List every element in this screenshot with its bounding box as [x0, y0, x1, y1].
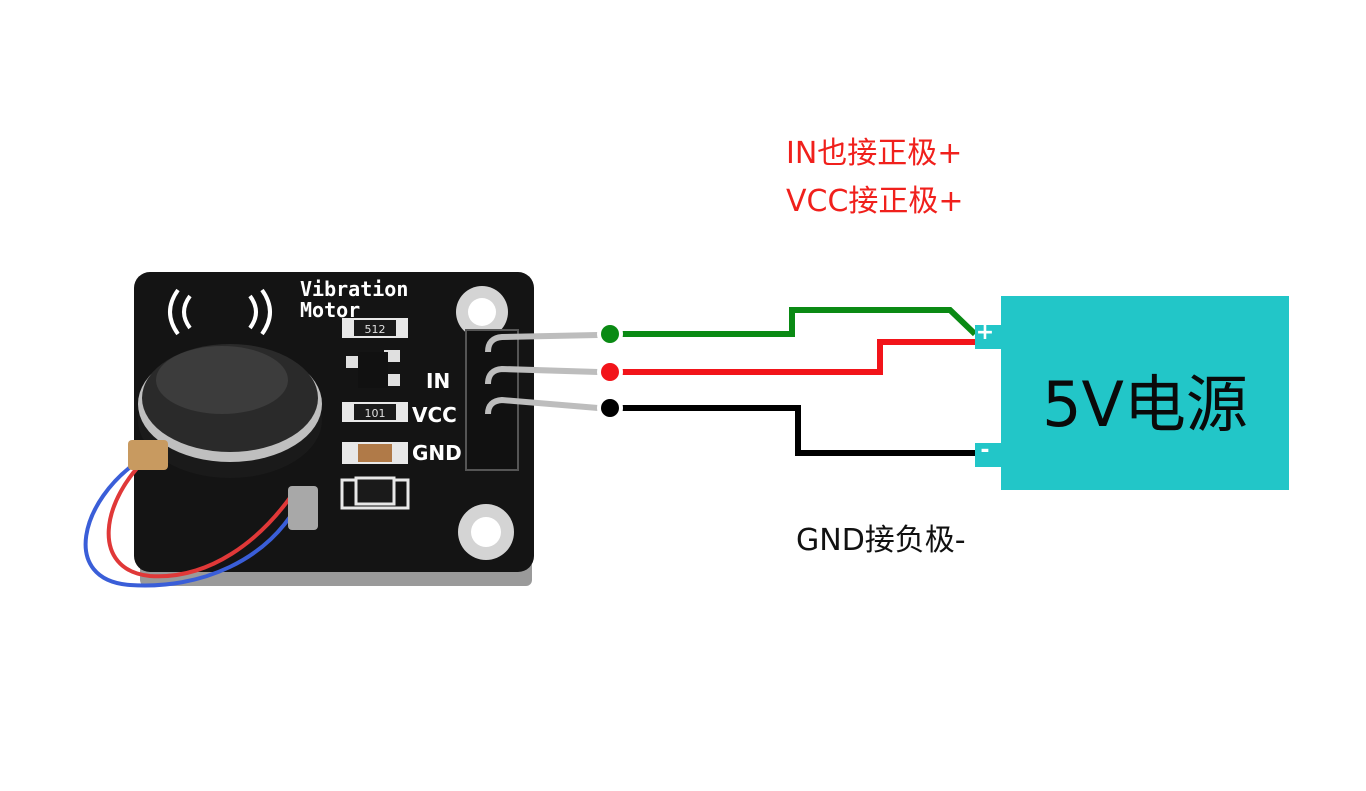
gnd-connection-dot — [597, 395, 623, 421]
power-supply-5v: + - 5V电源 — [975, 296, 1289, 490]
smd-component-101: 101 — [342, 402, 408, 422]
gnd-wire — [610, 405, 975, 456]
in-wire — [610, 307, 978, 337]
positive-sign: + — [975, 320, 995, 345]
vcc-positive-note: VCC接正极+ — [786, 184, 964, 219]
board-title-line1: Vibration — [300, 277, 408, 301]
header-pin-vcc — [485, 365, 599, 385]
smd-diode — [340, 476, 410, 510]
smd-capacitor — [342, 442, 408, 464]
in-positive-note: IN也接正极+ — [786, 136, 963, 171]
vcc-connection-dot — [597, 359, 623, 385]
header-pin-gnd — [485, 396, 599, 415]
gnd-negative-note: GND接负极- — [796, 523, 966, 558]
motor-leads — [83, 453, 302, 588]
header-pin-in — [485, 332, 599, 353]
motor-lead-joint — [128, 440, 168, 470]
power-supply-label: 5V电源 — [1042, 368, 1248, 441]
pin-label-in: IN — [426, 369, 450, 393]
negative-sign: - — [980, 438, 990, 463]
smd-marking-101: 101 — [365, 407, 386, 420]
transistor — [346, 350, 400, 388]
positive-terminal — [975, 325, 1001, 349]
mounting-hole-bottom — [458, 504, 514, 560]
pin-label-gnd: GND — [412, 441, 462, 465]
negative-terminal — [975, 443, 1001, 467]
vcc-wire — [610, 339, 975, 375]
smd-component-512: 512 — [342, 318, 408, 338]
smd-marking-512: 512 — [365, 323, 386, 336]
coin-motor — [138, 344, 322, 478]
solder-pads — [288, 486, 318, 530]
vibration-wave-icon — [168, 288, 272, 336]
mounting-hole-top — [456, 286, 508, 338]
in-connection-dot — [597, 321, 623, 347]
pin-label-vcc: VCC — [412, 403, 457, 427]
